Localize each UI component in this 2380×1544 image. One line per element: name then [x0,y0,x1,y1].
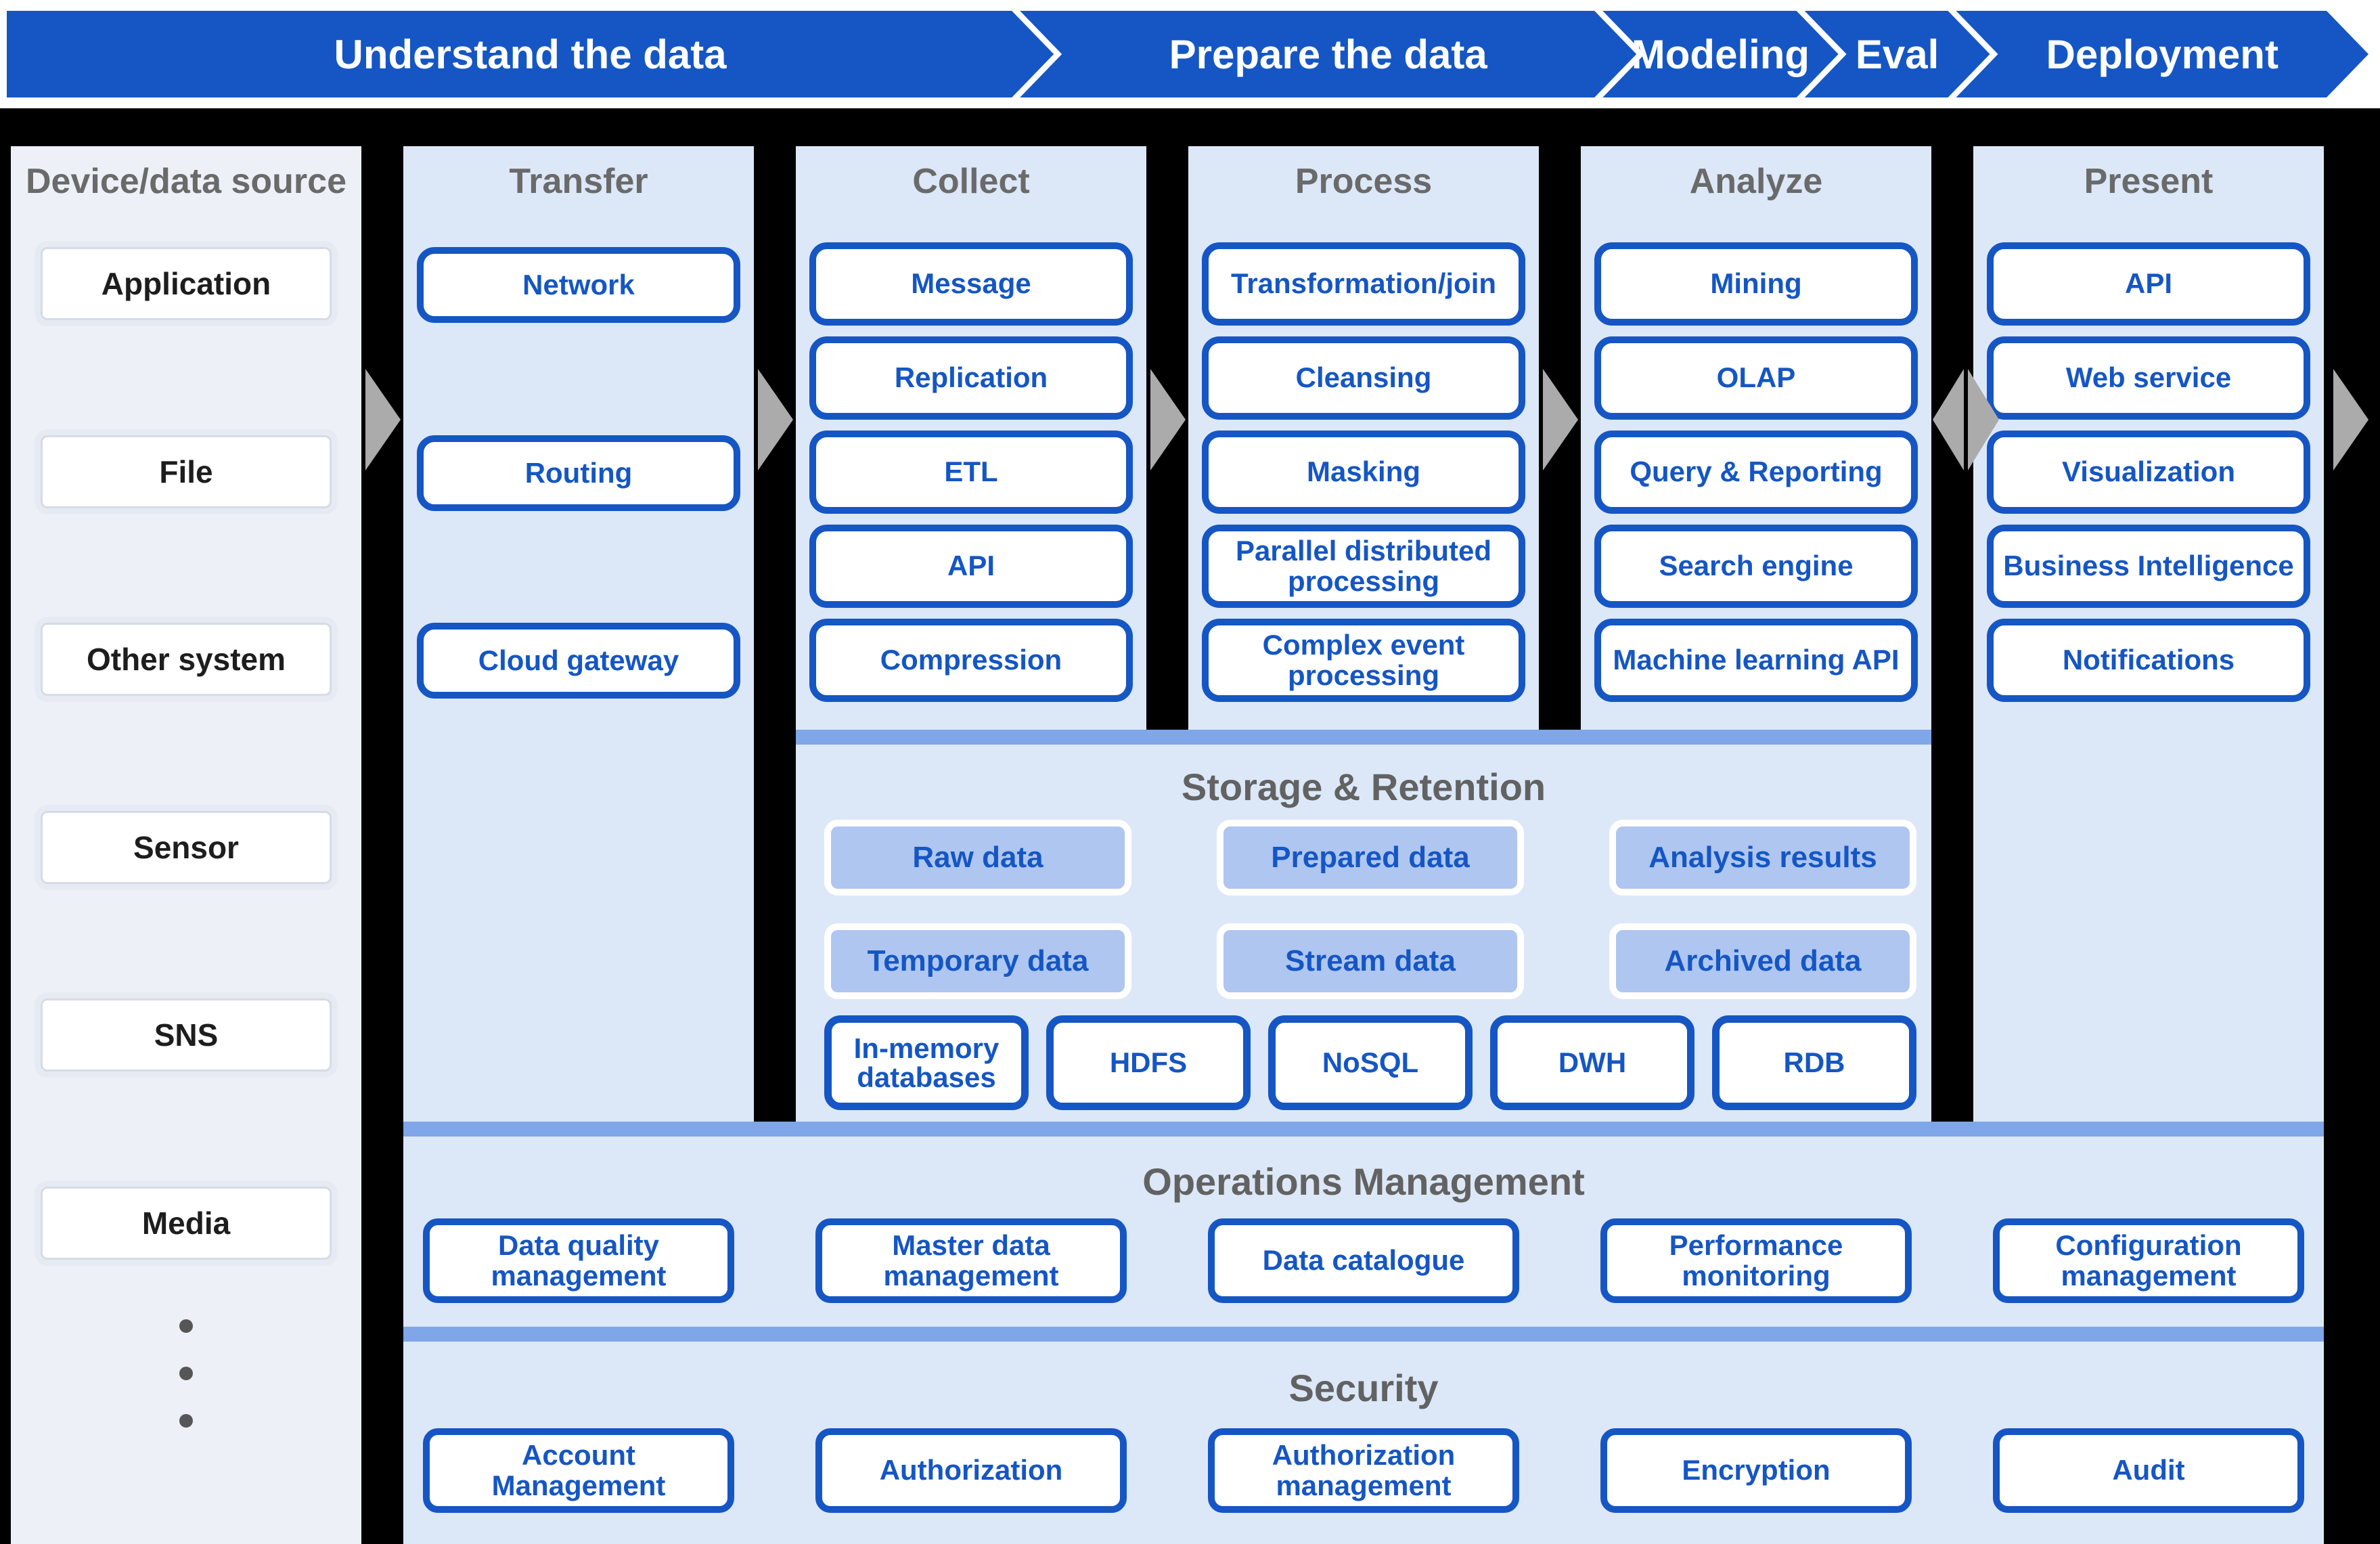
flow-arrow-icon [365,369,401,470]
ops-box-configuration-management: Configuration management [1993,1218,2304,1303]
security-band: Security Account Management Authorizatio… [403,1327,2324,1544]
device-item-sns: SNS [41,998,332,1072]
process-stage-banner: Understand the data Prepare the data Mod… [7,11,2368,97]
ops-box-performance-monitoring: Performance monitoring [1600,1218,1912,1303]
column-title: Device/data source [25,162,347,201]
collect-item-etl: ETL [809,431,1133,514]
flow-arrow-exit-icon [2333,369,2368,470]
storage-tech-rdb: RDB [1712,1015,1916,1110]
storage-retention-band: Storage & Retention Raw data Prepared da… [796,730,1931,1122]
analyze-item-machine-learning-api: Machine learning API [1594,619,1918,702]
device-item-application: Application [41,247,332,320]
ops-box-data-catalogue: Data catalogue [1208,1218,1519,1303]
column-title: Process [1295,162,1433,201]
storage-band-title: Storage & Retention [1181,766,1546,808]
transfer-item-routing: Routing [417,435,740,511]
security-band-title: Security [1288,1367,1439,1409]
column-title: Collect [912,162,1030,201]
analyze-item-mining: Mining [1594,242,1918,326]
analyze-item-olap: OLAP [1594,336,1918,420]
process-item-masking: Masking [1202,431,1525,514]
ops-box-data-quality-management: Data quality management [423,1218,734,1303]
present-item-web-service: Web service [1987,336,2310,420]
column-title: Present [2084,162,2214,201]
analyze-item-search-engine: Search engine [1594,525,1918,608]
collect-item-api: API [809,525,1133,608]
bidirectional-arrow-left-icon [1933,369,1964,470]
process-item-cleansing: Cleansing [1202,336,1525,420]
flow-arrow-icon [1543,369,1578,470]
stage-arrow-modeling: Modeling [1602,11,1838,97]
security-box-account-management: Account Management [423,1428,734,1513]
analyze-item-query-reporting: Query & Reporting [1594,431,1918,514]
process-item-transformation-join: Transformation/join [1202,242,1525,326]
present-item-notifications: Notifications [1987,619,2310,702]
banner-strip: Understand the data Prepare the data Mod… [0,0,2380,108]
column-transfer: Transfer Network Routing Cloud gateway [403,146,754,1122]
process-item-complex-event-processing: Complex event processing [1202,619,1525,702]
more-items-ellipsis-icon [179,1367,193,1380]
present-item-api: API [1987,242,2310,326]
transfer-item-network: Network [417,247,740,323]
column-present: Present API Web service Visualization Bu… [1973,146,2324,1122]
present-item-visualization: Visualization [1987,431,2310,514]
stage-arrow-deployment: Deployment [1956,11,2369,97]
present-item-business-intelligence: Business Intelligence [1987,525,2310,608]
storage-chip-prepared-data: Prepared data [1217,820,1524,896]
storage-tech-dwh: DWH [1490,1015,1694,1110]
storage-chip-stream-data: Stream data [1217,923,1524,999]
column-title: Transfer [509,162,648,201]
column-analyze: Analyze Mining OLAP Query & Reporting Se… [1581,146,1931,730]
storage-tech-nosql: NoSQL [1268,1015,1473,1110]
more-items-ellipsis-icon [179,1319,193,1333]
storage-chip-raw-data: Raw data [824,820,1131,896]
device-item-other-system: Other system [41,623,332,696]
collect-item-replication: Replication [809,336,1133,420]
process-item-parallel-distributed-processing: Parallel distributed processing [1202,525,1525,608]
security-box-encryption: Encryption [1600,1428,1912,1513]
storage-tech-in-memory-databases: In-memory databases [824,1015,1029,1110]
collect-item-compression: Compression [809,619,1133,702]
stage-arrow-understand-the-data: Understand the data [7,11,1054,97]
security-box-authorization-management: Authorization management [1208,1428,1519,1513]
stage-arrow-prepare-the-data: Prepare the data [1020,11,1636,97]
security-box-audit: Audit [1993,1428,2304,1513]
operations-management-band: Operations Management Data quality manag… [403,1122,2324,1327]
device-item-file: File [41,435,332,508]
more-items-ellipsis-icon [179,1414,193,1428]
storage-chip-temporary-data: Temporary data [824,923,1131,999]
operations-band-title: Operations Management [1142,1160,1585,1203]
storage-tech-hdfs: HDFS [1046,1015,1251,1110]
flow-arrow-icon [1150,369,1186,470]
transfer-item-cloud-gateway: Cloud gateway [417,623,740,699]
storage-chip-analysis-results: Analysis results [1609,820,1916,896]
column-collect: Collect Message Replication ETL API Comp… [796,146,1146,730]
column-device-data-source: Device/data source Application File Othe… [11,146,361,1544]
flow-arrow-icon [758,369,793,470]
device-item-media: Media [41,1187,332,1260]
column-process: Process Transformation/join Cleansing Ma… [1188,146,1539,730]
collect-item-message: Message [809,242,1133,326]
storage-chip-archived-data: Archived data [1609,923,1916,999]
security-box-authorization: Authorization [815,1428,1127,1513]
column-title: Analyze [1689,162,1823,201]
ops-box-master-data-management: Master data management [815,1218,1127,1303]
device-item-sensor: Sensor [41,811,332,884]
